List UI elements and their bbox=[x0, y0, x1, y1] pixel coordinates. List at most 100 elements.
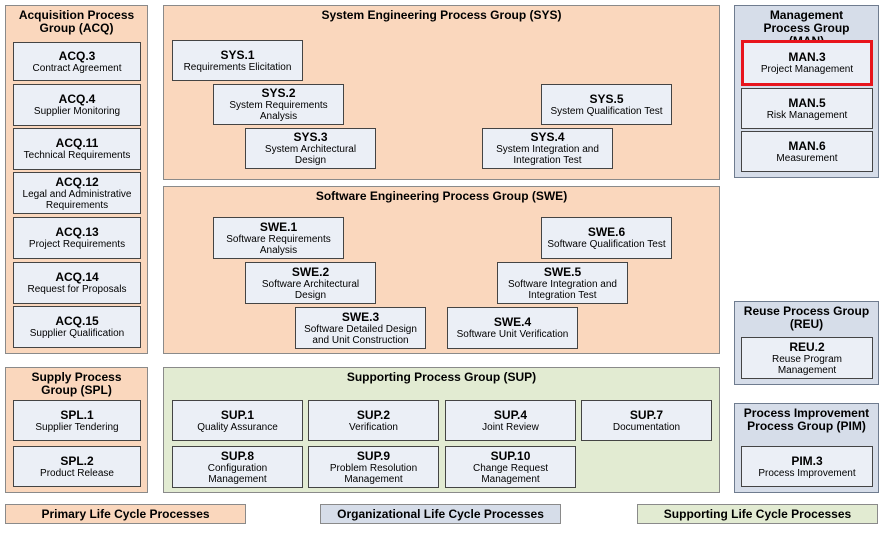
process-name: System Requirements Analysis bbox=[229, 100, 328, 122]
process-id: SYS.5 bbox=[589, 91, 624, 106]
process-box-reu-2[interactable]: REU.2 Reuse Program Management bbox=[741, 337, 873, 379]
pim-group-title: Process Improvement Process Group (PIM) bbox=[743, 406, 870, 433]
process-name: Software Qualification Test bbox=[547, 239, 666, 250]
process-box-man-5[interactable]: MAN.5 Risk Management bbox=[741, 88, 873, 129]
process-id: ACQ.15 bbox=[55, 314, 99, 328]
process-box-man-6[interactable]: MAN.6 Measurement bbox=[741, 131, 873, 172]
process-id: SWE.3 bbox=[341, 309, 380, 324]
process-name: Process Improvement bbox=[758, 467, 856, 479]
reu-group: Reuse Process Group (REU) REU.2 Reuse Pr… bbox=[734, 301, 879, 385]
process-box-pim-3[interactable]: PIM.3 Process Improvement bbox=[741, 446, 873, 487]
process-box-sup-10[interactable]: SUP.10 Change Request Management bbox=[445, 446, 576, 488]
process-name: Request for Proposals bbox=[27, 284, 127, 295]
process-id: SYS.2 bbox=[261, 86, 296, 100]
process-box-sup-4[interactable]: SUP.4 Joint Review bbox=[445, 400, 576, 441]
process-id: ACQ.4 bbox=[58, 92, 96, 106]
process-id: MAN.3 bbox=[788, 50, 826, 64]
process-id: SUP.10 bbox=[490, 448, 531, 463]
process-id: SWE.6 bbox=[587, 225, 626, 239]
process-name: Verification bbox=[349, 421, 398, 433]
process-name: Legal and Administrative Requirements bbox=[22, 188, 132, 211]
process-id: SUP.1 bbox=[220, 407, 255, 422]
process-box-acq-12[interactable]: ACQ.12 Legal and Administrative Requirem… bbox=[13, 172, 141, 214]
process-name: Measurement bbox=[776, 152, 838, 164]
reu-group-title: Reuse Process Group (REU) bbox=[743, 304, 870, 331]
process-box-sys-3[interactable]: SYS.3 System Architectural Design bbox=[245, 128, 376, 169]
pim-group: Process Improvement Process Group (PIM) … bbox=[734, 403, 879, 493]
process-name: Configuration Management bbox=[207, 462, 268, 485]
process-box-sys-4[interactable]: SYS.4 System Integration and Integration… bbox=[482, 128, 613, 169]
process-name: Supplier Tendering bbox=[35, 421, 119, 433]
process-name: System Qualification Test bbox=[550, 105, 663, 117]
process-name: System Integration and Integration Test bbox=[496, 144, 599, 166]
process-box-sys-1[interactable]: SYS.1 Requirements Elicitation bbox=[172, 40, 303, 81]
process-id: SYS.4 bbox=[530, 130, 565, 144]
process-box-acq-4[interactable]: ACQ.4 Supplier Monitoring bbox=[13, 84, 141, 126]
process-box-sys-2[interactable]: SYS.2 System Requirements Analysis bbox=[213, 84, 344, 125]
process-name: Software Unit Verification bbox=[456, 329, 569, 340]
process-box-sup-8[interactable]: SUP.8 Configuration Management bbox=[172, 446, 303, 488]
process-box-spl-1[interactable]: SPL.1 Supplier Tendering bbox=[13, 400, 141, 441]
sup-group-title: Supporting Process Group (SUP) bbox=[346, 370, 537, 384]
process-name: Supplier Qualification bbox=[29, 328, 125, 339]
process-id: SUP.7 bbox=[629, 407, 664, 422]
process-id: MAN.5 bbox=[788, 95, 826, 110]
process-box-spl-2[interactable]: SPL.2 Product Release bbox=[13, 446, 141, 487]
process-name: Software Integration and Integration Tes… bbox=[508, 278, 617, 301]
process-id: SUP.8 bbox=[220, 448, 255, 463]
process-box-swe-4[interactable]: SWE.4 Software Unit Verification bbox=[447, 307, 578, 349]
legend-supporting: Supporting Life Cycle Processes bbox=[637, 504, 878, 524]
process-box-acq-14[interactable]: ACQ.14 Request for Proposals bbox=[13, 262, 141, 304]
process-name: Software Detailed Design and Unit Constr… bbox=[304, 323, 417, 346]
process-id: SUP.9 bbox=[356, 448, 391, 463]
acq-group-title: Acquisition Process Group (ACQ) bbox=[18, 8, 135, 35]
process-box-sup-7[interactable]: SUP.7 Documentation bbox=[581, 400, 712, 441]
legend-primary: Primary Life Cycle Processes bbox=[5, 504, 246, 524]
spl-group-title: Supply Process Group (SPL) bbox=[31, 370, 122, 397]
process-name: Product Release bbox=[40, 467, 114, 479]
process-name: Requirements Elicitation bbox=[183, 61, 292, 73]
process-name: Problem Resolution Management bbox=[329, 462, 418, 485]
process-id: SPL.2 bbox=[60, 453, 94, 468]
process-id: SUP.4 bbox=[493, 407, 528, 422]
process-id: ACQ.13 bbox=[55, 225, 99, 239]
process-name: Technical Requirements bbox=[23, 150, 131, 161]
spl-group: Supply Process Group (SPL) SPL.1 Supplie… bbox=[5, 367, 148, 493]
process-id: PIM.3 bbox=[791, 453, 823, 468]
process-name: Software Requirements Analysis bbox=[226, 233, 331, 256]
process-name: Change Request Management bbox=[472, 462, 549, 485]
process-box-acq-3[interactable]: ACQ.3 Contract Agreement bbox=[13, 42, 141, 81]
process-box-acq-13[interactable]: ACQ.13 Project Requirements bbox=[13, 217, 141, 259]
process-box-acq-11[interactable]: ACQ.11 Technical Requirements bbox=[13, 128, 141, 170]
process-box-man-3[interactable]: MAN.3 Project Management bbox=[741, 40, 873, 86]
process-id: SWE.1 bbox=[259, 219, 298, 234]
legend-organizational: Organizational Life Cycle Processes bbox=[320, 504, 561, 524]
process-id: ACQ.14 bbox=[55, 270, 99, 284]
process-name: Joint Review bbox=[482, 421, 539, 433]
process-box-sys-5[interactable]: SYS.5 System Qualification Test bbox=[541, 84, 672, 125]
process-id: SPL.1 bbox=[60, 407, 94, 422]
sys-group: System Engineering Process Group (SYS) S… bbox=[163, 5, 720, 180]
process-box-sup-9[interactable]: SUP.9 Problem Resolution Management bbox=[308, 446, 439, 488]
process-box-sup-1[interactable]: SUP.1 Quality Assurance bbox=[172, 400, 303, 441]
acq-group: Acquisition Process Group (ACQ) ACQ.3 Co… bbox=[5, 5, 148, 354]
process-id: ACQ.12 bbox=[55, 174, 99, 189]
process-box-sup-2[interactable]: SUP.2 Verification bbox=[308, 400, 439, 441]
process-box-swe-3[interactable]: SWE.3 Software Detailed Design and Unit … bbox=[295, 307, 426, 349]
process-id: REU.2 bbox=[789, 339, 825, 354]
process-id: MAN.6 bbox=[788, 138, 826, 153]
process-box-swe-5[interactable]: SWE.5 Software Integration and Integrati… bbox=[497, 262, 628, 304]
process-id: SWE.5 bbox=[543, 264, 582, 279]
process-box-swe-1[interactable]: SWE.1 Software Requirements Analysis bbox=[213, 217, 344, 259]
process-id: SYS.1 bbox=[220, 47, 255, 62]
sys-group-title: System Engineering Process Group (SYS) bbox=[321, 8, 562, 22]
process-box-swe-6[interactable]: SWE.6 Software Qualification Test bbox=[541, 217, 672, 259]
process-box-swe-2[interactable]: SWE.2 Software Architectural Design bbox=[245, 262, 376, 304]
process-name: Project Management bbox=[760, 64, 854, 75]
process-name: System Architectural Design bbox=[264, 144, 357, 166]
process-id: SWE.2 bbox=[291, 264, 330, 279]
swe-group-title: Software Engineering Process Group (SWE) bbox=[315, 189, 568, 203]
process-box-acq-15[interactable]: ACQ.15 Supplier Qualification bbox=[13, 306, 141, 348]
man-group: Management Process Group (MAN) MAN.3 Pro… bbox=[734, 5, 879, 178]
swe-group: Software Engineering Process Group (SWE)… bbox=[163, 186, 720, 354]
